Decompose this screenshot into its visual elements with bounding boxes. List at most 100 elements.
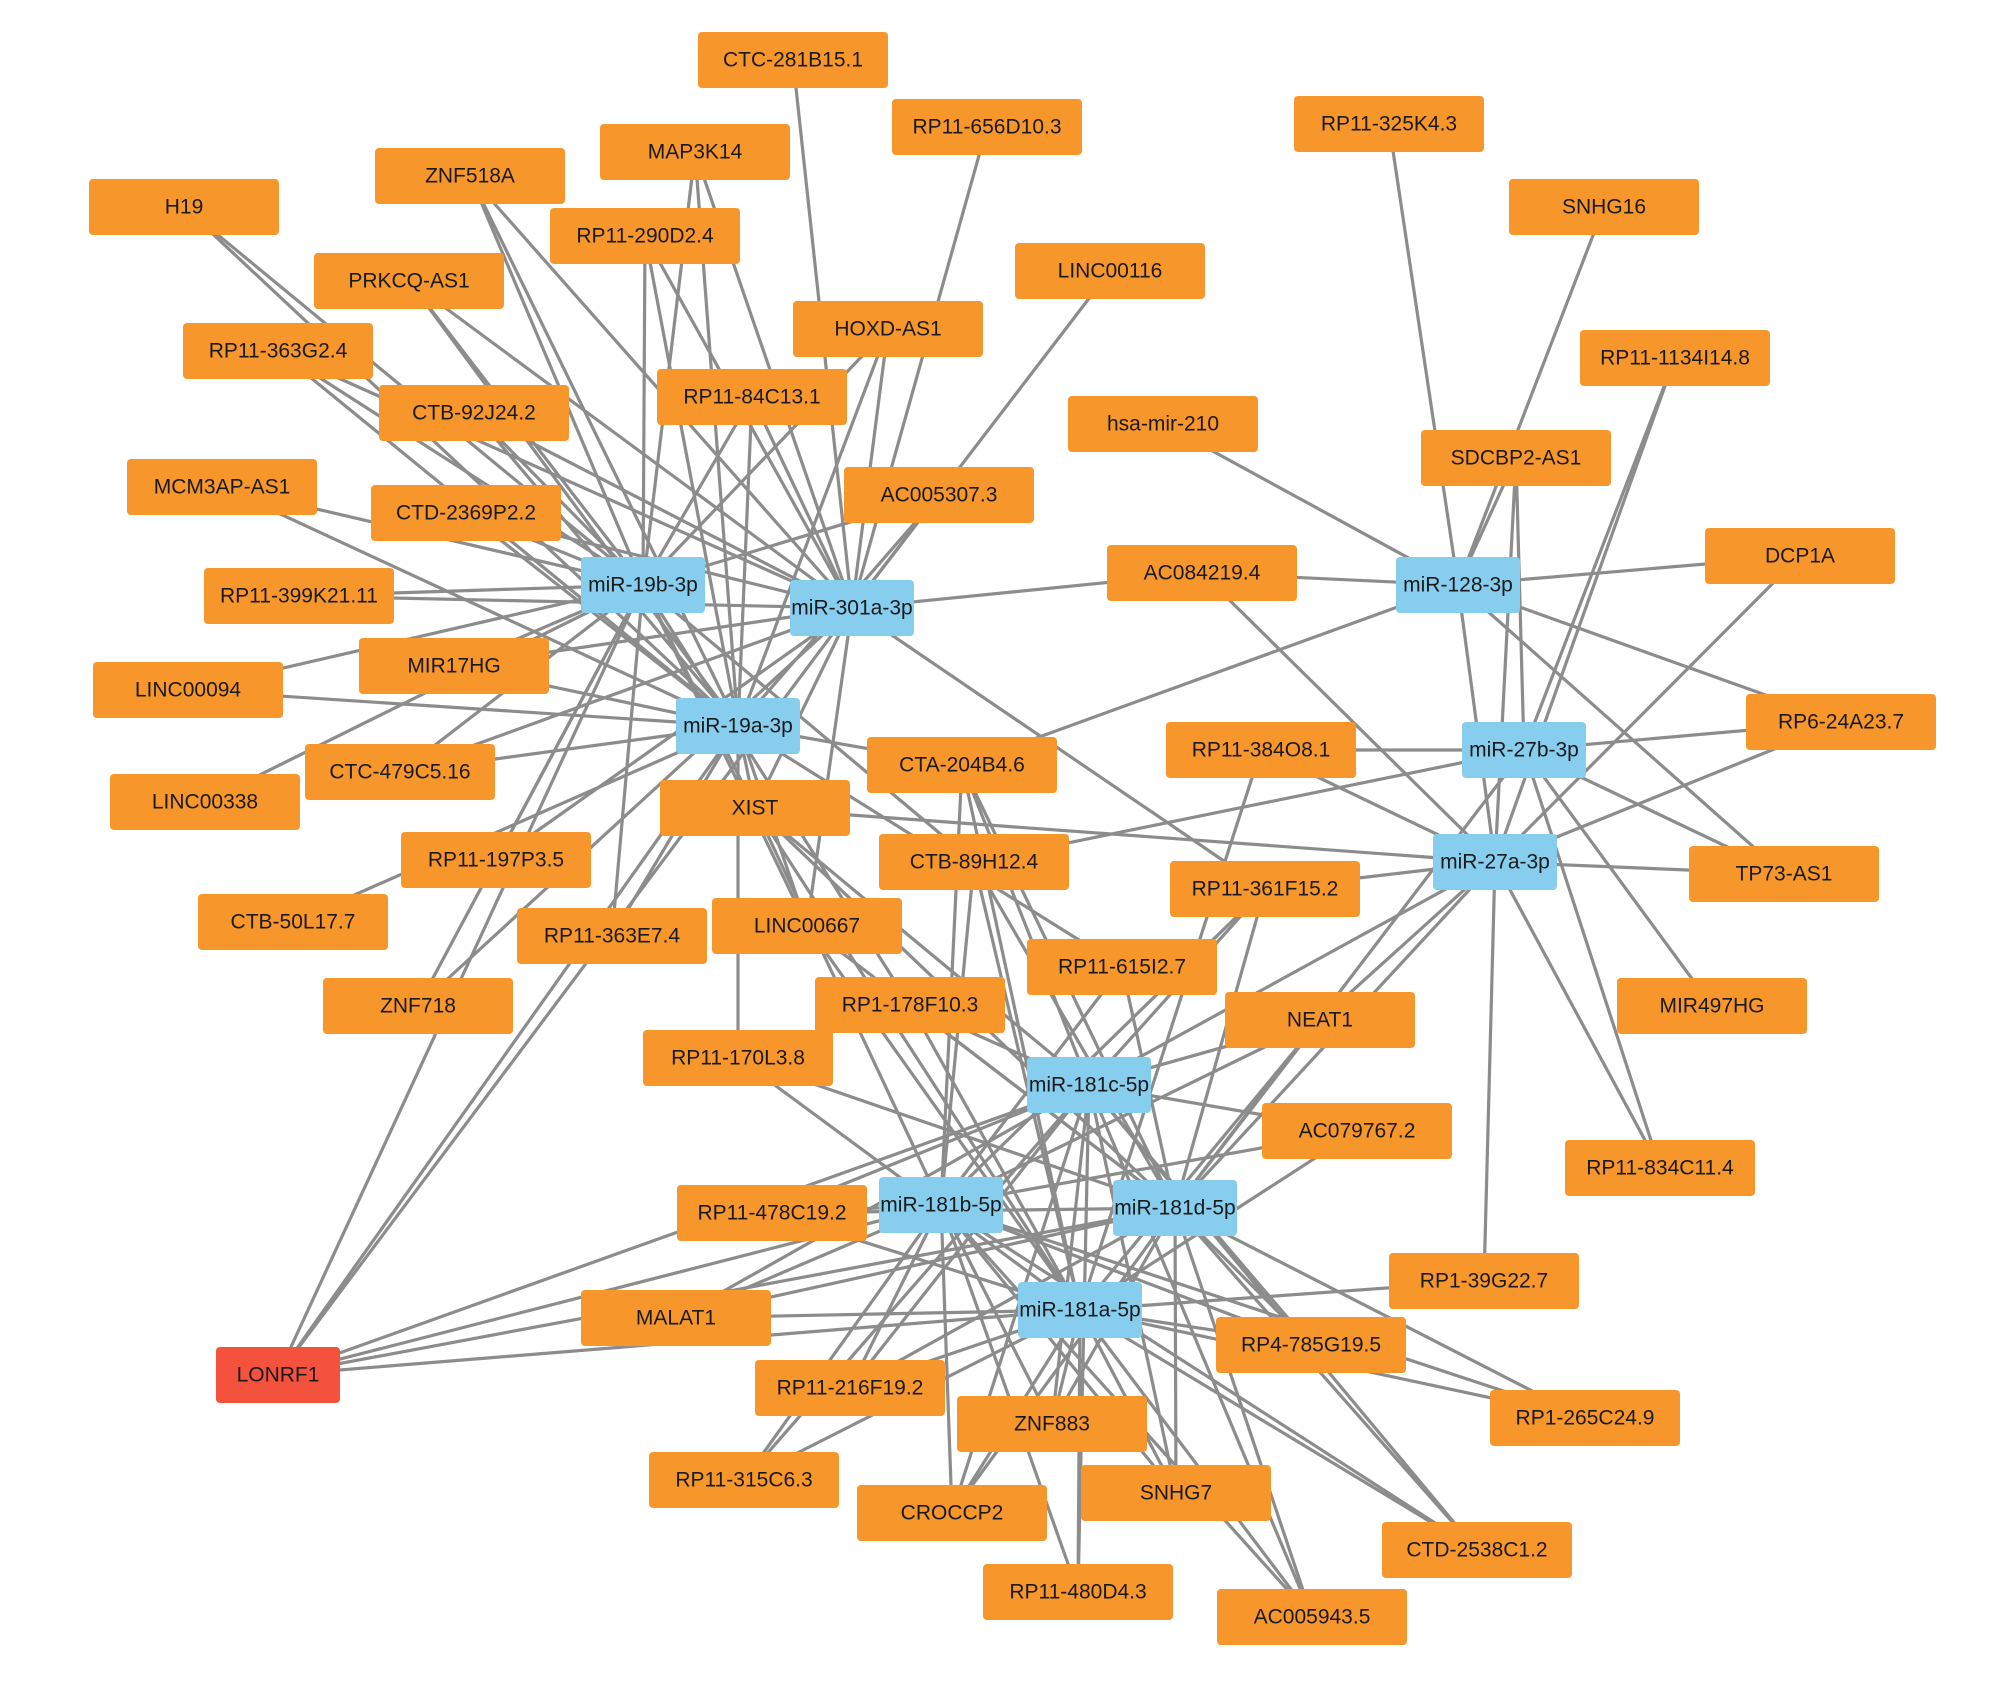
node-mir-27b-3p[interactable]: miR-27b-3p xyxy=(1462,722,1586,778)
edge-ctb-92j24-2-to-mir-301a-3p xyxy=(473,411,853,610)
node-znf518a[interactable]: ZNF518A xyxy=(375,148,565,204)
node-rp11-363e7-4[interactable]: RP11-363E7.4 xyxy=(517,908,707,964)
node-rp11-384o8-1[interactable]: RP11-384O8.1 xyxy=(1166,722,1356,778)
node-ac079767-2[interactable]: AC079767.2 xyxy=(1262,1103,1452,1159)
node-mir-27a-3p[interactable]: miR-27a-3p xyxy=(1433,834,1557,890)
node-dcp1a[interactable]: DCP1A xyxy=(1705,528,1895,584)
node-label: RP11-363E7.4 xyxy=(544,925,681,948)
edge-dcp1a-to-mir-27a-3p xyxy=(1493,554,1802,864)
node-rp1-178f10-3[interactable]: RP1-178F10.3 xyxy=(815,977,1005,1033)
node-label: ZNF718 xyxy=(380,995,456,1018)
node-mir-19b-3p[interactable]: miR-19b-3p xyxy=(581,557,705,613)
node-neat1[interactable]: NEAT1 xyxy=(1225,992,1415,1048)
node-rp11-84c13-1[interactable]: RP11-84C13.1 xyxy=(657,369,847,425)
node-mir-181d-5p[interactable]: miR-181d-5p xyxy=(1113,1180,1237,1236)
node-lonrf1[interactable]: LONRF1 xyxy=(216,1347,340,1403)
node-rp11-197p3-5[interactable]: RP11-197P3.5 xyxy=(401,832,591,888)
node-linc00338[interactable]: LINC00338 xyxy=(110,774,300,830)
node-ctb-89h12-4[interactable]: CTB-89H12.4 xyxy=(879,834,1069,890)
node-mir-181c-5p[interactable]: miR-181c-5p xyxy=(1027,1057,1151,1113)
node-ctd-2538c1-2[interactable]: CTD-2538C1.2 xyxy=(1382,1522,1572,1578)
edge-hoxd-as1-to-mir-19b-3p xyxy=(641,327,890,587)
node-cta-204b4-6[interactable]: CTA-204B4.6 xyxy=(867,737,1057,793)
node-label: RP1-265C24.9 xyxy=(1516,1407,1655,1430)
node-rp11-170l3-8[interactable]: RP11-170L3.8 xyxy=(643,1030,833,1086)
node-label: MAP3K14 xyxy=(648,141,743,164)
node-label: LINC00338 xyxy=(152,791,258,814)
node-box xyxy=(1027,1057,1151,1113)
node-mir497hg[interactable]: MIR497HG xyxy=(1617,978,1807,1034)
edge-znf718-to-mir-301a-3p xyxy=(416,606,854,1008)
node-ctc-479c5-16[interactable]: CTC-479C5.16 xyxy=(305,744,495,800)
node-rp1-265c24-9[interactable]: RP1-265C24.9 xyxy=(1490,1390,1680,1446)
node-label: RP11-361F15.2 xyxy=(1192,878,1339,901)
node-ctb-50l17-7[interactable]: CTB-50L17.7 xyxy=(198,894,388,950)
node-mir-181a-5p[interactable]: miR-181a-5p xyxy=(1018,1282,1142,1338)
node-ac005307-3[interactable]: AC005307.3 xyxy=(844,467,1034,523)
node-tp73-as1[interactable]: TP73-AS1 xyxy=(1689,846,1879,902)
node-map3k14[interactable]: MAP3K14 xyxy=(600,124,790,180)
node-mir17hg[interactable]: MIR17HG xyxy=(359,638,549,694)
edge-mcm3ap-as1-to-mir-19a-3p xyxy=(221,485,739,728)
node-label: miR-301a-3p xyxy=(791,597,912,620)
node-box xyxy=(1580,330,1770,386)
node-rp11-1134i14-8[interactable]: RP11-1134I14.8 xyxy=(1580,330,1770,386)
node-znf718[interactable]: ZNF718 xyxy=(323,978,513,1034)
node-label: RP1-178F10.3 xyxy=(842,994,979,1017)
node-h19[interactable]: H19 xyxy=(89,179,279,235)
node-rp11-656d10-3[interactable]: RP11-656D10.3 xyxy=(892,99,1082,155)
node-malat1[interactable]: MALAT1 xyxy=(581,1290,771,1346)
node-label: miR-181a-5p xyxy=(1019,1299,1140,1322)
node-znf883[interactable]: ZNF883 xyxy=(957,1396,1147,1452)
node-rp6-24a23-7[interactable]: RP6-24A23.7 xyxy=(1746,694,1936,750)
node-rp11-480d4-3[interactable]: RP11-480D4.3 xyxy=(983,1564,1173,1620)
node-label: ZNF883 xyxy=(1014,1413,1090,1436)
node-mir-19a-3p[interactable]: miR-19a-3p xyxy=(676,698,800,754)
node-rp1-39g22-7[interactable]: RP1-39G22.7 xyxy=(1389,1253,1579,1309)
node-ac005943-5[interactable]: AC005943.5 xyxy=(1217,1589,1407,1645)
node-snhg7[interactable]: SNHG7 xyxy=(1081,1465,1271,1521)
edge-rp11-834c11-4-to-mir-27a-3p xyxy=(1493,861,1662,1169)
node-mir-301a-3p[interactable]: miR-301a-3p xyxy=(790,580,914,636)
node-mir-128-3p[interactable]: miR-128-3p xyxy=(1396,557,1520,613)
node-label: AC079767.2 xyxy=(1299,1120,1416,1143)
node-hsa-mir-210[interactable]: hsa-mir-210 xyxy=(1068,396,1258,452)
node-rp11-216f19-2[interactable]: RP11-216F19.2 xyxy=(755,1360,945,1416)
node-sdcbp2-as1[interactable]: SDCBP2-AS1 xyxy=(1421,430,1611,486)
node-ctb-92j24-2[interactable]: CTB-92J24.2 xyxy=(379,385,569,441)
node-linc00116[interactable]: LINC00116 xyxy=(1015,243,1205,299)
edge-ac005943-5-to-mir-181c-5p xyxy=(1087,1084,1314,1618)
node-rp11-361f15-2[interactable]: RP11-361F15.2 xyxy=(1170,861,1360,917)
node-rp11-615i2-7[interactable]: RP11-615I2.7 xyxy=(1027,939,1217,995)
node-linc00667[interactable]: LINC00667 xyxy=(712,898,902,954)
edge-ac084219-4-to-mir-27a-3p xyxy=(1200,571,1497,864)
node-label: miR-19a-3p xyxy=(683,715,793,738)
node-croccp2[interactable]: CROCCP2 xyxy=(857,1485,1047,1541)
node-rp11-290d2-4[interactable]: RP11-290D2.4 xyxy=(550,208,740,264)
node-label: AC005943.5 xyxy=(1254,1606,1371,1629)
node-rp11-478c19-2[interactable]: RP11-478C19.2 xyxy=(677,1185,867,1241)
edge-xist-to-mir-301a-3p xyxy=(753,607,854,809)
node-box xyxy=(1166,722,1356,778)
node-rp11-325k4-3[interactable]: RP11-325K4.3 xyxy=(1294,96,1484,152)
node-ac084219-4[interactable]: AC084219.4 xyxy=(1107,545,1297,601)
node-linc00094[interactable]: LINC00094 xyxy=(93,662,283,718)
node-prkcq-as1[interactable]: PRKCQ-AS1 xyxy=(314,253,504,309)
node-mir-181b-5p[interactable]: miR-181b-5p xyxy=(879,1177,1003,1233)
node-xist[interactable]: XIST xyxy=(660,780,850,836)
node-rp4-785g19-5[interactable]: RP4-785G19.5 xyxy=(1216,1317,1406,1373)
node-rp11-363g2-4[interactable]: RP11-363G2.4 xyxy=(183,323,373,379)
node-rp11-399k21-11[interactable]: RP11-399K21.11 xyxy=(204,568,394,624)
node-ctd-2369p2-2[interactable]: CTD-2369P2.2 xyxy=(371,485,561,541)
node-label: RP11-197P3.5 xyxy=(428,849,564,872)
node-box xyxy=(676,698,800,754)
node-ctc-281b15-1[interactable]: CTC-281B15.1 xyxy=(698,32,888,88)
node-box xyxy=(371,485,561,541)
node-rp11-315c6-3[interactable]: RP11-315C6.3 xyxy=(649,1452,839,1508)
node-snhg16[interactable]: SNHG16 xyxy=(1509,179,1699,235)
node-mcm3ap-as1[interactable]: MCM3AP-AS1 xyxy=(127,459,317,515)
edge-rp11-480d4-3-to-mir-181c-5p xyxy=(1076,1084,1091,1593)
node-rp11-834c11-4[interactable]: RP11-834C11.4 xyxy=(1565,1140,1755,1196)
node-label: RP11-170L3.8 xyxy=(671,1047,805,1070)
node-hoxd-as1[interactable]: HOXD-AS1 xyxy=(793,301,983,357)
